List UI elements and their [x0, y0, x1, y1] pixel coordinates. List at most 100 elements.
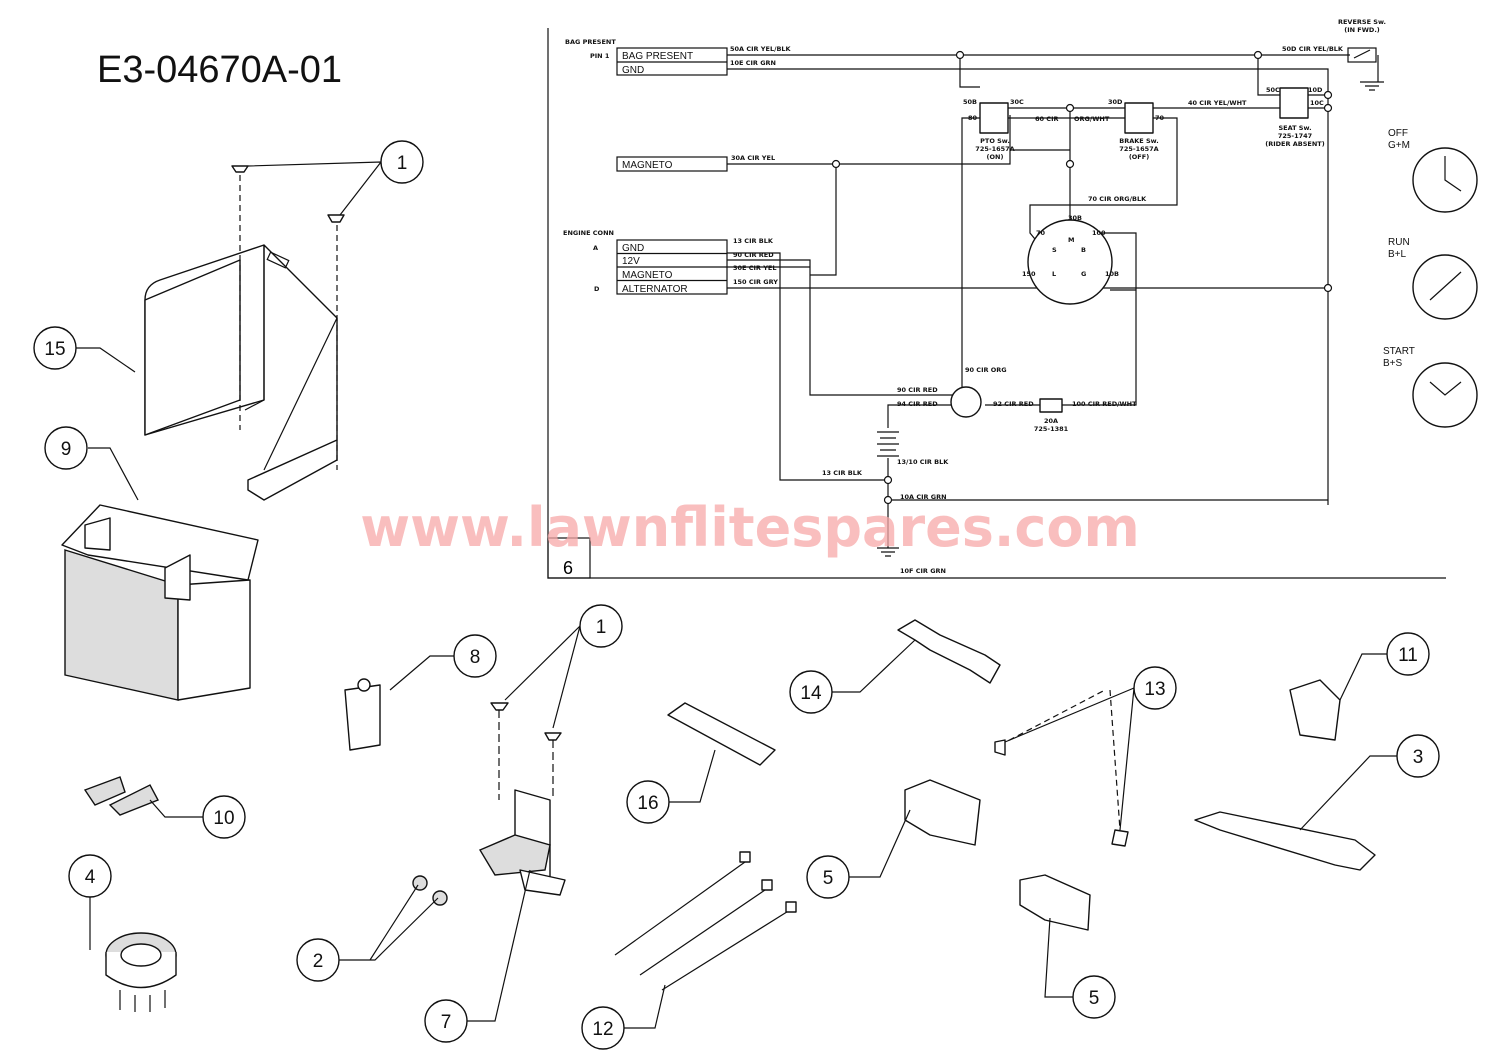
callout-number: 2 [313, 951, 324, 972]
callout-circle [1386, 632, 1430, 676]
pto-switch-state: (ON) [987, 153, 1004, 161]
brake-switch-state: (OFF) [1129, 153, 1149, 161]
seat-switch-part: 725-1747 [1278, 132, 1312, 140]
callout-circle [789, 670, 833, 714]
battery-part-9 [61, 504, 259, 701]
callout-5: 8 [453, 634, 497, 678]
callout-circle [453, 634, 497, 678]
callout-circle [579, 604, 623, 648]
callout-circle [806, 855, 850, 899]
wire-label: 90 CIR RED [897, 386, 938, 394]
screw-icon [490, 702, 509, 711]
terminal-label: 30B [1068, 214, 1082, 222]
svg-text:B+S: B+S [1383, 358, 1403, 369]
seat-switch-state: (RIDER ABSENT) [1265, 140, 1324, 148]
wire-label: 100 CIR RED/WHT [1072, 400, 1137, 408]
fuse-rating: 20A [1044, 417, 1058, 425]
callout-number: 14 [800, 683, 822, 704]
callout-10: 12 [581, 1006, 625, 1050]
wire-label: 70 CIR ORG/BLK [1088, 195, 1147, 203]
ignition-switch-part-4 [105, 932, 177, 1012]
callout-number: 5 [823, 868, 834, 889]
seat-switch-label: SEAT Sw. [1278, 124, 1311, 132]
ignition-terminal: B [1081, 246, 1086, 254]
brake-switch-label: BRAKE Sw. [1119, 137, 1158, 145]
reverse-switch [1347, 47, 1377, 63]
terminal-label: 70 [1155, 114, 1165, 122]
battery-symbol [877, 431, 899, 457]
svg-text:START: START [1383, 346, 1415, 357]
callout-circle [424, 999, 468, 1043]
regulator-symbol [950, 386, 982, 418]
engine-row: 12V [622, 256, 640, 267]
svg-text:G+M: G+M [1388, 140, 1410, 151]
wire-label: 30A CIR YEL [731, 154, 775, 162]
callout-number: 9 [61, 439, 72, 460]
svg-text:RUN: RUN [1388, 237, 1410, 248]
pto-switch-part-7 [478, 710, 566, 896]
brake-switch-part: 725-1657A [1119, 145, 1158, 153]
switch-part-8 [344, 678, 381, 751]
callout-number: 1 [397, 153, 408, 174]
wire-label: 50A CIR YEL/BLK [730, 45, 792, 53]
wire-label: 10E CIR GRN [730, 59, 776, 67]
ignition-terminal: G [1081, 270, 1086, 278]
strap-part-3 [1194, 811, 1376, 871]
connector-part-5 [904, 779, 981, 846]
callout-circle [296, 938, 340, 982]
nut-icon [412, 875, 428, 891]
wiring-schematic: 6 BAG PRESENT PIN 1 BAG PRESENT GND MAGN… [547, 18, 1478, 579]
connector-part-5 [1019, 874, 1091, 931]
callout-2: 9 [44, 426, 88, 470]
reverse-switch-state: (IN FWD.) [1344, 26, 1380, 34]
terminal-label: 50B [963, 98, 977, 106]
harness-part-14 [897, 619, 1001, 684]
callout-7: 2 [296, 938, 340, 982]
bag-row: BAG PRESENT [622, 51, 693, 62]
callout-13: 5 [806, 855, 850, 899]
screw-icon [1111, 829, 1129, 847]
key-position-run: RUN B+L [1388, 237, 1478, 320]
fuse-symbol [1039, 398, 1063, 413]
terminal-label: 30D [1108, 98, 1123, 106]
screw-icon [994, 739, 1006, 756]
wire-label: ORG/WHT [1074, 115, 1110, 123]
callouts [76, 161, 1397, 1029]
callout-circle [581, 1006, 625, 1050]
brake-switch [1124, 102, 1154, 134]
wire-label: 40 CIR YEL/WHT [1188, 99, 1247, 107]
screw-icon [327, 214, 345, 223]
keys-part-10 [83, 776, 159, 816]
callout-12: 13 [1133, 666, 1177, 710]
ground-symbol [877, 81, 1384, 557]
callout-9: 16 [626, 780, 670, 824]
terminal-label: 30C [1010, 98, 1024, 106]
svg-text:OFF: OFF [1388, 128, 1408, 139]
callout-8: 7 [424, 999, 468, 1043]
wire-label: 50D CIR YEL/BLK [1282, 45, 1344, 53]
fuse-part: 725-1381 [1034, 425, 1069, 433]
callout-number: 8 [470, 647, 481, 668]
wire-label: 94 CIR RED [897, 400, 938, 408]
screw-icon [231, 165, 249, 173]
frame-number-box [547, 537, 591, 579]
engine-connector-heading: ENGINE CONN [563, 229, 614, 237]
key-position-start: START B+S [1383, 346, 1478, 428]
nut-icon [432, 890, 448, 906]
callout-circle [1072, 975, 1116, 1019]
callout-circle [33, 326, 77, 370]
callout-14: 5 [1072, 975, 1116, 1019]
terminal-label: 80 [968, 114, 978, 122]
seat-switch [1279, 87, 1309, 119]
callout-number: 13 [1144, 679, 1165, 700]
callout-6: 1 [579, 604, 623, 648]
wire-label: 13 CIR BLK [822, 469, 863, 477]
reverse-switch-label: REVERSE Sw. [1338, 18, 1386, 26]
wire-label: 10A CIR GRN [900, 493, 947, 501]
callout-4: 4 [68, 854, 112, 898]
terminal-label: 10C [1310, 99, 1324, 107]
key-position-off: OFF G+M [1388, 128, 1478, 213]
callout-0: 1 [380, 140, 424, 184]
terminal-label: 150 [1022, 270, 1036, 278]
